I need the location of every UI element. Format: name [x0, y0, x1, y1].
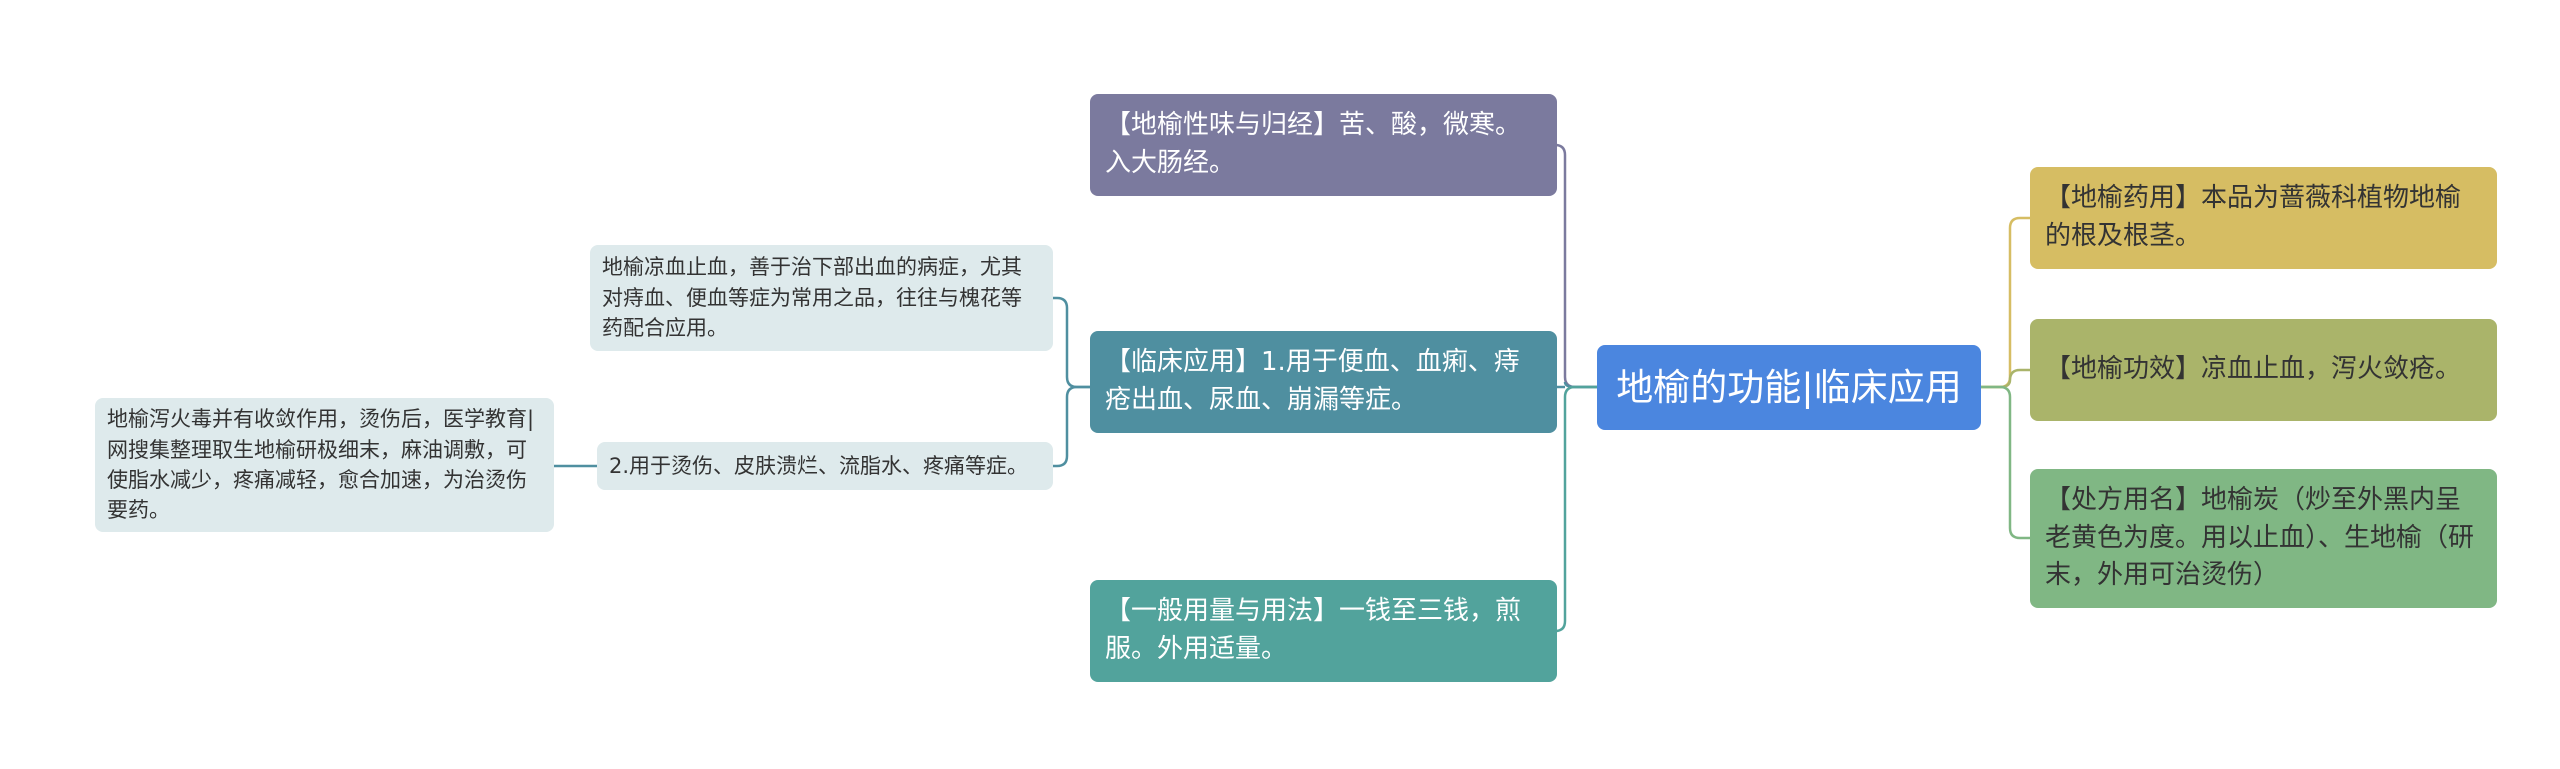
node-xiehuo-du[interactable]: 地榆泻火毒并有收敛作用，烫伤后，医学教育|网搜集整理取生地榆研极细末，麻油调敷，… [95, 398, 554, 532]
xiehuo-text: 地榆泻火毒并有收敛作用，烫伤后，医学教育|网搜集整理取生地榆研极细末，麻油调敷，… [107, 407, 535, 523]
root-node[interactable]: 地榆的功能|临床应用 [1597, 345, 1981, 430]
link-linchuang-liangxue [1053, 296, 1090, 389]
node-xingwei-guijing[interactable]: 【地榆性味与归经】苦、酸，微寒。入大肠经。 [1090, 94, 1557, 196]
yaoyong-text: 【地榆药用】本品为蔷薇科植物地榆的根及根茎。 [2045, 183, 2462, 251]
tangshang-text: 2.用于烫伤、皮肤溃烂、流脂水、疼痛等症。 [609, 453, 1029, 478]
root-label: 地榆的功能|临床应用 [1616, 365, 1962, 409]
chufang-text: 【处方用名】地榆炭（炒至外黑内呈老黄色为度。用以止血）、生地榆（研末，外用可治烫… [2045, 484, 2475, 591]
gongxiao-text: 【地榆功效】凉血止血，泻火敛疮。 [2045, 354, 2462, 385]
link-root-yongliang [1554, 385, 1597, 633]
node-diyu-yaoyong[interactable]: 【地榆药用】本品为蔷薇科植物地榆的根及根茎。 [2030, 167, 2497, 269]
node-yongliang-yongfa[interactable]: 【一般用量与用法】一钱至三钱，煎服。外用适量。 [1090, 580, 1557, 682]
node-chufang-yongming[interactable]: 【处方用名】地榆炭（炒至外黑内呈老黄色为度。用以止血）、生地榆（研末，外用可治烫… [2030, 469, 2497, 608]
link-root-xingwei [1554, 143, 1597, 389]
xingwei-text: 【地榆性味与归经】苦、酸，微寒。入大肠经。 [1105, 110, 1522, 178]
linchuang-text: 【临床应用】1.用于便血、血痢、痔疮出血、尿血、崩漏等症。 [1105, 347, 1520, 415]
liangxue-text: 地榆凉血止血，善于治下部出血的病症，尤其对痔血、便血等症为常用之品，往往与槐花等… [602, 255, 1022, 341]
node-tangshang[interactable]: 2.用于烫伤、皮肤溃烂、流脂水、疼痛等症。 [597, 442, 1053, 490]
node-linchuang-yingyong[interactable]: 【临床应用】1.用于便血、血痢、痔疮出血、尿血、崩漏等症。 [1090, 331, 1557, 433]
node-diyu-gongxiao[interactable]: 【地榆功效】凉血止血，泻火敛疮。 [2030, 319, 2497, 421]
link-root-chufang [1981, 385, 2030, 540]
link-root-yaoyong [1981, 216, 2030, 389]
node-liangxue-zhixue[interactable]: 地榆凉血止血，善于治下部出血的病症，尤其对痔血、便血等症为常用之品，往往与槐花等… [590, 245, 1053, 351]
yongliang-text: 【一般用量与用法】一钱至三钱，煎服。外用适量。 [1105, 596, 1522, 664]
link-linchuang-tangshang [1053, 385, 1090, 468]
